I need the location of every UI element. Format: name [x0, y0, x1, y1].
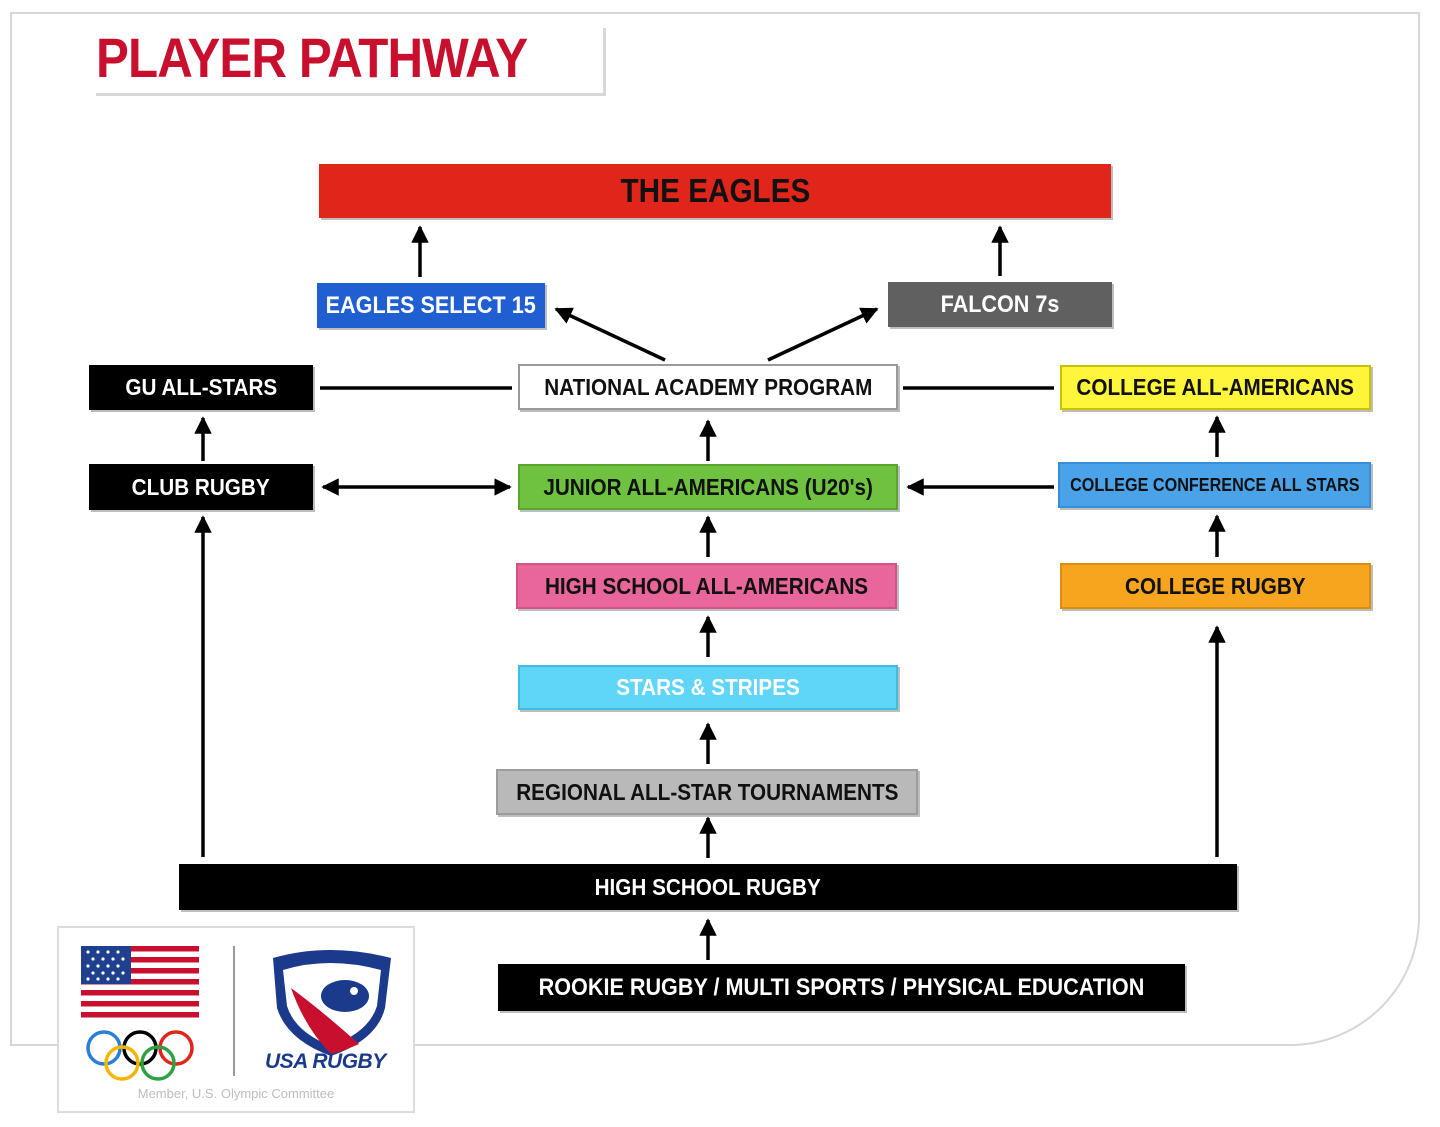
usa-rugby-wordmark: USA RUGBY [265, 1050, 386, 1073]
page-title: PLAYER PATHWAY [96, 26, 528, 89]
node-college-rugby: COLLEGE RUGBY [1060, 563, 1371, 609]
logo-graphics [81, 946, 391, 1081]
us-flag-icon [81, 946, 199, 1018]
node-label: NATIONAL ACADEMY PROGRAM [543, 373, 873, 400]
usoc-logo-panel: USA RUGBY Member, U.S. Olympic Committee [57, 926, 415, 1113]
node-label: FALCON 7s [940, 290, 1060, 318]
node-label: THE EAGLES [620, 172, 810, 209]
node-label: CLUB RUGBY [131, 473, 271, 500]
node-label: JUNIOR ALL-AMERICANS (U20's) [543, 473, 873, 500]
node-high-school-all-americans: HIGH SCHOOL ALL-AMERICANS [516, 563, 897, 609]
node-college-conference-all-stars: COLLEGE CONFERENCE ALL STARS [1058, 462, 1371, 508]
node-high-school-rugby: HIGH SCHOOL RUGBY [179, 864, 1237, 910]
node-national-academy-program: NATIONAL ACADEMY PROGRAM [518, 364, 898, 410]
node-label: COLLEGE RUGBY [1125, 572, 1306, 599]
node-label: REGIONAL ALL-STAR TOURNAMENTS [515, 778, 899, 805]
arrow-academy-to-falcon [767, 307, 879, 362]
page-frame [10, 12, 1420, 1046]
node-club-rugby: CLUB RUGBY [89, 464, 313, 510]
node-regional-all-star-tournaments: REGIONAL ALL-STAR TOURNAMENTS [496, 769, 918, 815]
usa-rugby-shield-icon [273, 950, 391, 1056]
node-junior-all-americans: JUNIOR ALL-AMERICANS (U20's) [518, 464, 898, 510]
node-rookie-rugby: ROOKIE RUGBY / MULTI SPORTS / PHYSICAL E… [498, 964, 1185, 1011]
node-eagles-select-15: EAGLES SELECT 15 [317, 283, 545, 328]
arrow-academy-to-select [554, 307, 666, 362]
node-label: COLLEGE ALL-AMERICANS [1076, 374, 1355, 400]
node-college-all-americans: COLLEGE ALL-AMERICANS [1060, 365, 1371, 410]
node-the-eagles: THE EAGLES [319, 164, 1111, 218]
node-stars-and-stripes: STARS & STRIPES [518, 665, 898, 710]
node-falcon-7s: FALCON 7s [888, 282, 1112, 327]
node-label: EAGLES SELECT 15 [325, 291, 537, 319]
node-gu-all-stars: GU ALL-STARS [89, 365, 313, 410]
node-label: STARS & STRIPES [616, 674, 800, 700]
node-label: HIGH SCHOOL ALL-AMERICANS [544, 572, 869, 599]
node-label: HIGH SCHOOL RUGBY [594, 873, 822, 900]
node-label: ROOKIE RUGBY / MULTI SPORTS / PHYSICAL E… [538, 973, 1145, 1001]
olympic-rings-icon [86, 1030, 194, 1081]
member-caption: Member, U.S. Olympic Committee [137, 1086, 335, 1101]
node-label: COLLEGE CONFERENCE ALL STARS [1069, 474, 1360, 495]
node-label: GU ALL-STARS [125, 374, 277, 400]
title-underline: PLAYER PATHWAY [96, 28, 606, 96]
